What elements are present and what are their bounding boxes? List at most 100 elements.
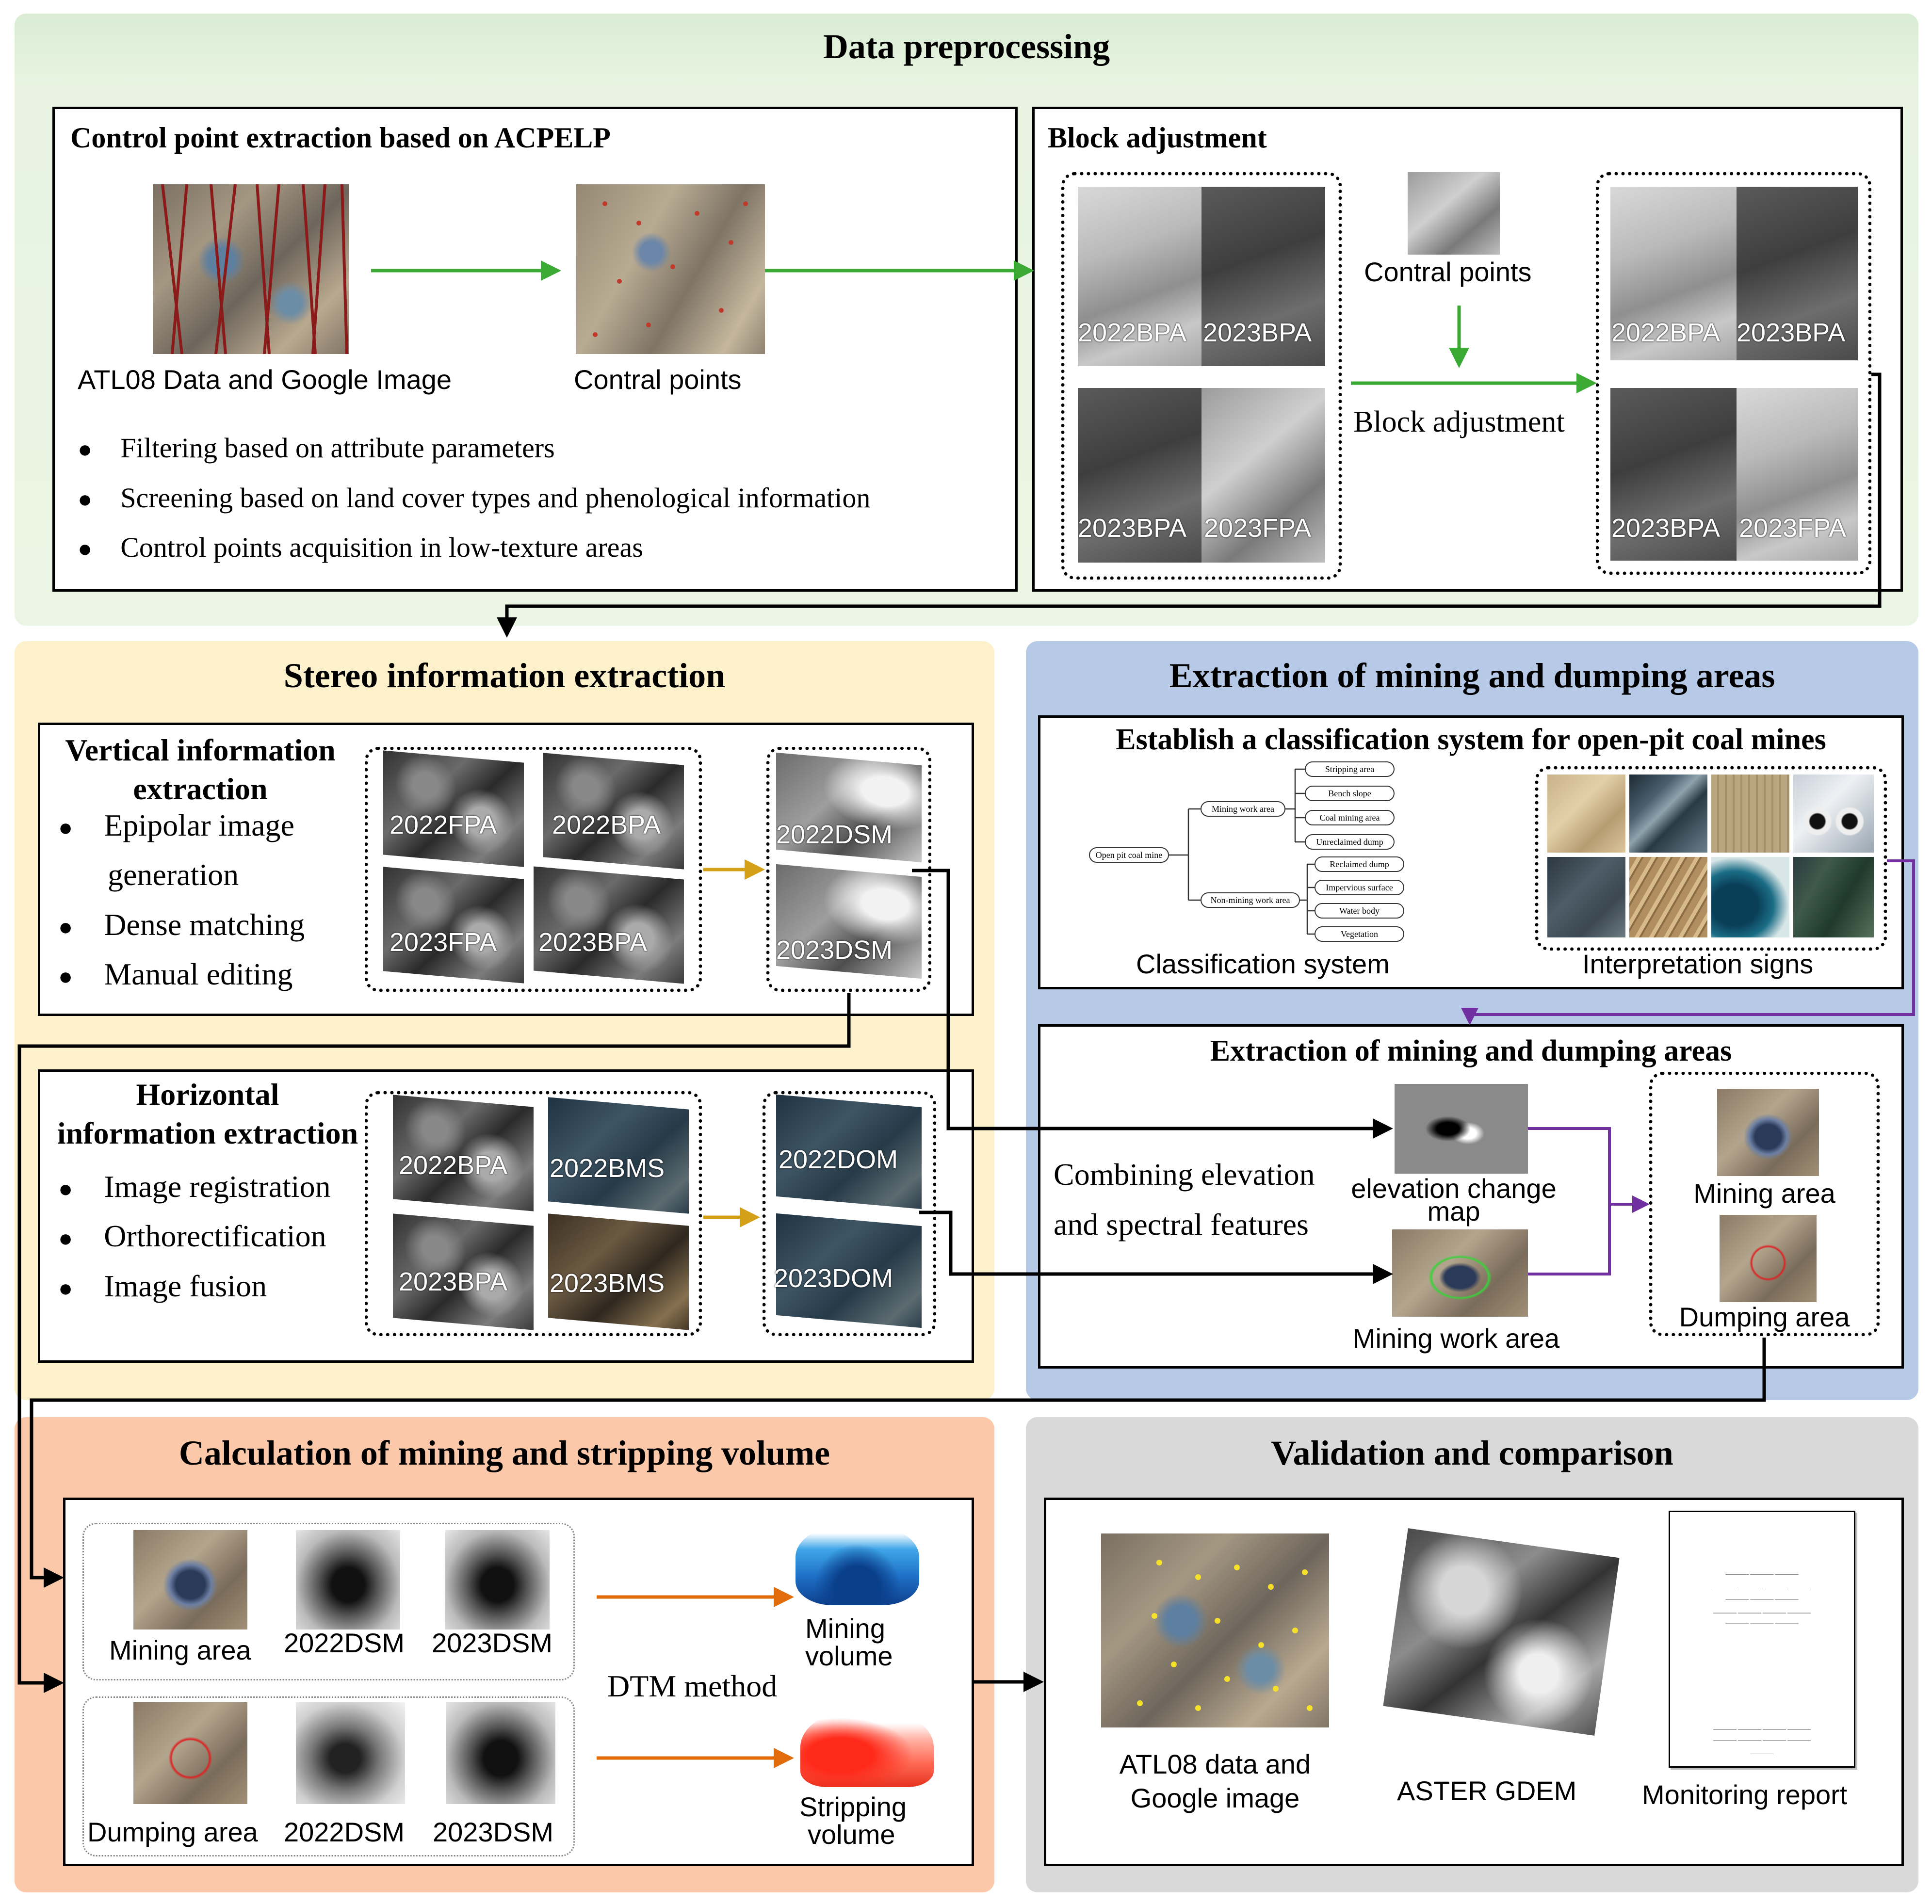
class-node-root: Open pit coal mine (1089, 847, 1169, 863)
class-node-bench: Bench slope (1305, 786, 1395, 801)
combine-line-2: and spectral features (1054, 1207, 1309, 1242)
monitoring-report-image: ———— ———— ———— ———— ———— ———— ———— ———— … (1669, 1511, 1855, 1768)
block-control-points-label: Contral points (1364, 257, 1532, 287)
sign-impervious (1792, 774, 1875, 854)
dom-2022-label: 2022DOM (779, 1145, 898, 1174)
calc-dumping-area-label: Dumping area (87, 1817, 258, 1847)
horizontal-label-2022bms: 2022BMS (550, 1154, 665, 1183)
vertical-bullet-3-text: Manual editing (104, 957, 293, 991)
control-bullet-1: ● Filtering based on attribute parameter… (78, 432, 555, 464)
block-right-img-1a (1610, 187, 1737, 360)
calc-mining-dsm2023 (445, 1530, 550, 1630)
vertical-label-2022bpa: 2022BPA (552, 810, 661, 839)
atl08-tracks (161, 184, 348, 354)
dsm-2023-label: 2023DSM (776, 936, 893, 965)
calc-dumping-dsm2023-label: 2023DSM (433, 1817, 554, 1847)
block-right-label-1b: 2023BPA (1737, 318, 1846, 347)
class-node-water: Water body (1315, 903, 1404, 919)
block-left-label-1b: 2023BPA (1203, 318, 1312, 347)
sign-vegetation (1792, 856, 1875, 938)
block-left-label-2a: 2023BPA (1078, 514, 1187, 543)
class-node-mining: Mining work area (1201, 801, 1285, 817)
sign-coal (1710, 774, 1790, 854)
interpretation-signs-label: Interpretation signs (1582, 949, 1814, 979)
mining-work-area-label: Mining work area (1352, 1323, 1560, 1354)
calc-mining-dsm2023-label: 2023DSM (432, 1628, 553, 1658)
vertical-img-2023bpa (534, 866, 684, 984)
control-bullet-3-text: Control points acquisition in low-textur… (120, 532, 643, 563)
elevation-change-image (1395, 1084, 1528, 1174)
class-node-reclaimed: Reclaimed dump (1315, 856, 1404, 872)
mining-volume-label-2: volume (805, 1641, 893, 1671)
mining-area-label: Mining area (1693, 1178, 1835, 1209)
vertical-title-1: Vertical information (65, 733, 336, 767)
report-line-4: ———— ———— ———— ———— (1713, 1609, 1811, 1616)
calc-mining-dsm2022-label: 2022DSM (284, 1628, 405, 1658)
block-left-img-1b (1201, 187, 1325, 366)
report-line-5: ———— ———— ———— (1725, 1620, 1799, 1627)
dtm-method-label: DTM method (607, 1669, 778, 1703)
block-right-img-1b (1737, 187, 1858, 360)
mining-area-image (1717, 1089, 1819, 1176)
calc-mining-dsm2022 (296, 1530, 400, 1630)
horizontal-bullet-2-text: Orthorectification (104, 1219, 326, 1253)
calc-mining-area-image (133, 1530, 247, 1630)
vertical-img-2023fpa (383, 867, 524, 984)
horizontal-label-2022bpa: 2022BPA (399, 1151, 508, 1180)
calc-mining-area-label: Mining area (109, 1635, 251, 1665)
classification-title: Establish a classification system for op… (1116, 723, 1826, 756)
classification-system-label: Classification system (1136, 949, 1390, 979)
class-node-impervious: Impervious surface (1315, 880, 1404, 895)
vertical-bullet-2-text: Dense matching (104, 907, 305, 942)
control-bullet-3: ● Control points acquisition in low-text… (78, 532, 643, 563)
stripping-volume-label-2: volume (808, 1819, 895, 1850)
vertical-input-group (365, 747, 702, 992)
vertical-bullet-1b: generation (108, 857, 239, 892)
dumping-area-image (1720, 1215, 1817, 1302)
block-adjustment-title: Block adjustment (1048, 122, 1267, 154)
horizontal-label-2023bpa: 2023BPA (399, 1267, 508, 1296)
report-line-6: ———— ———— ———— ———— (1713, 1726, 1811, 1732)
block-right-label-2a: 2023BPA (1611, 514, 1721, 543)
report-line-7: ———— ———— ———— ———— (1713, 1736, 1811, 1743)
horizontal-bullet-3: ● Image fusion (58, 1269, 267, 1303)
block-adjustment-label: Block adjustment (1353, 405, 1565, 438)
sign-unreclaimed (1546, 856, 1626, 938)
block-left-label-1a: 2022BPA (1078, 318, 1187, 347)
dom-2023-label: 2023DOM (774, 1264, 893, 1293)
control-points-dots (593, 201, 748, 337)
calc-title: Calculation of mining and stripping volu… (179, 1434, 830, 1472)
horizontal-title-1: Horizontal (136, 1077, 279, 1112)
class-node-stripping: Stripping area (1305, 761, 1395, 777)
validation-title: Validation and comparison (1271, 1434, 1673, 1472)
report-line-2: ———— ———— ———— ———— (1713, 1585, 1811, 1592)
control-bullet-1-text: Filtering based on attribute parameters (120, 432, 555, 464)
horizontal-bullet-3-text: Image fusion (104, 1269, 267, 1303)
elevation-change-label-2: map (1427, 1196, 1480, 1226)
report-line-1: ———— ———— ———— (1725, 1570, 1799, 1577)
calc-dumping-group (82, 1696, 575, 1856)
block-left-label-2b: 2023FPA (1204, 514, 1312, 543)
calc-dumping-dsm2022-label: 2022DSM (284, 1817, 405, 1847)
stripping-volume-label-1: Stripping (799, 1791, 907, 1822)
class-node-coal: Coal mining area (1305, 810, 1395, 825)
mining-volume-3d (796, 1525, 919, 1605)
validation-atl08-label-2: Google image (1130, 1783, 1300, 1813)
vertical-title-2: extraction (133, 772, 268, 806)
combine-line-1: Combining elevation (1054, 1157, 1315, 1192)
control-bullet-2-text: Screening based on land cover types and … (120, 482, 871, 514)
class-node-nonmining: Non-mining work area (1201, 892, 1300, 908)
aster-gdem-label: ASTER GDEM (1397, 1775, 1577, 1806)
block-control-point-chip (1408, 172, 1500, 255)
calc-dumping-dsm2023 (446, 1702, 555, 1804)
vertical-label-2023bpa: 2023BPA (538, 928, 648, 957)
class-node-unreclaimed: Unreclaimed dump (1305, 834, 1395, 850)
stripping-volume-3d (800, 1707, 934, 1787)
stereo-title: Stereo information extraction (283, 656, 726, 695)
mining-volume-label-1: Mining (805, 1613, 885, 1644)
calc-dumping-area-image (133, 1702, 247, 1804)
vertical-bullet-1: ● Epipolar image (58, 808, 294, 842)
elevation-change-label-1: elevation change (1351, 1173, 1557, 1204)
horizontal-bullet-2: ● Orthorectification (58, 1219, 326, 1253)
validation-atl08-image (1101, 1533, 1329, 1727)
